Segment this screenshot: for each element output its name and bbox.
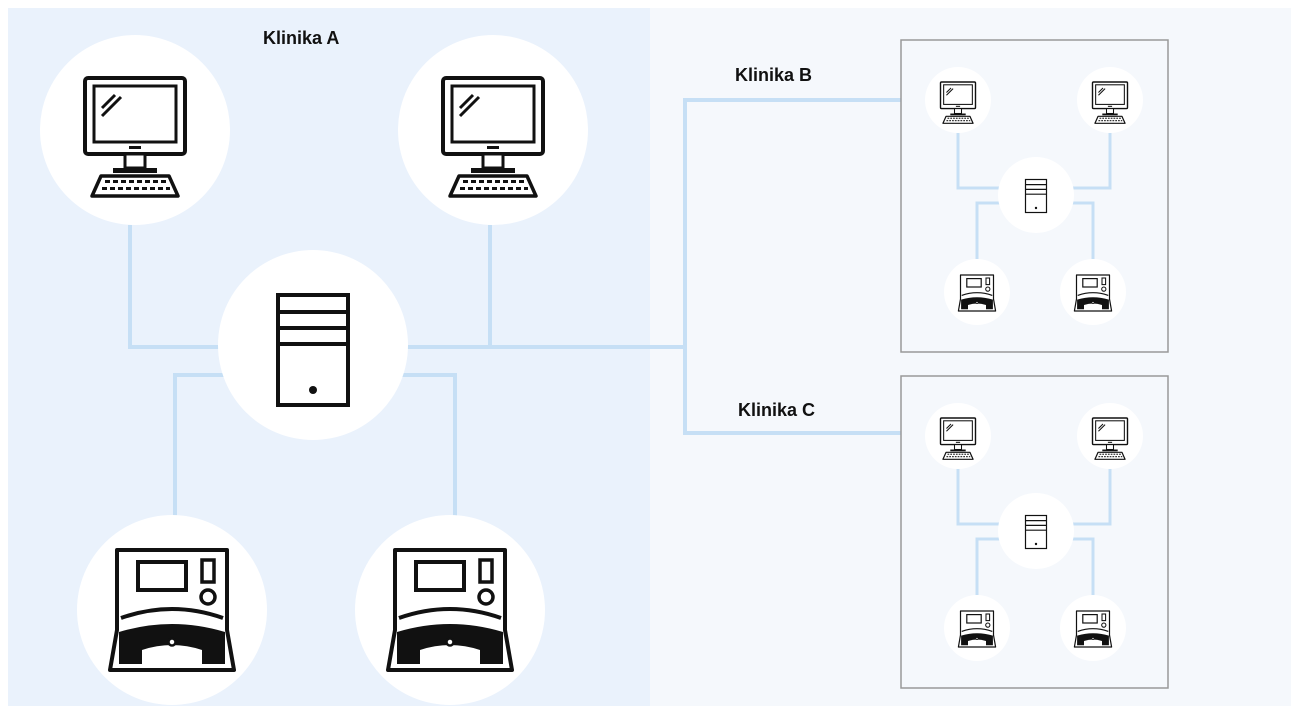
server-tower-icon	[1024, 178, 1048, 214]
klinika-a-label: Klinika A	[263, 28, 340, 48]
klinika-c-device-left-node	[944, 595, 1010, 661]
klinika-b-server-node	[998, 157, 1074, 233]
device-unit-icon	[386, 548, 514, 672]
desktop-computer-icon	[83, 76, 187, 198]
klinika-c-label: Klinika C	[738, 400, 816, 420]
server-tower-icon	[276, 293, 350, 407]
klinika-c-device-right-node	[1060, 595, 1126, 661]
klinika-c-network	[900, 375, 1169, 689]
klinika-a-device-left-node	[77, 515, 267, 705]
device-unit-icon	[957, 610, 997, 648]
klinika-b-network	[900, 39, 1169, 353]
klinika-b-computer-right-node	[1077, 67, 1143, 133]
klinika-b-device-left-node	[944, 259, 1010, 325]
klinika-b-label: Klinika B	[735, 65, 813, 85]
desktop-computer-icon	[1091, 417, 1129, 460]
klinika-c-computer-right-node	[1077, 403, 1143, 469]
device-unit-icon	[1073, 274, 1113, 312]
klinika-a-computer-right-node	[398, 35, 588, 225]
server-tower-icon	[1024, 514, 1048, 550]
klinika-a-device-right-node	[355, 515, 545, 705]
device-unit-icon	[108, 548, 236, 672]
klinika-c-server-node	[998, 493, 1074, 569]
desktop-computer-icon	[1091, 81, 1129, 125]
klinika-c-computer-left-node	[925, 403, 991, 469]
klinika-a-server-node	[218, 250, 408, 440]
device-unit-icon	[1073, 610, 1113, 648]
desktop-computer-icon	[939, 417, 977, 460]
desktop-computer-icon	[441, 76, 545, 198]
klinika-b-computer-left-node	[925, 67, 991, 133]
klinika-a-connectors	[128, 98, 930, 520]
desktop-computer-icon	[939, 81, 977, 125]
device-unit-icon	[957, 274, 997, 312]
klinika-a-computer-left-node	[40, 35, 230, 225]
klinika-b-device-right-node	[1060, 259, 1126, 325]
